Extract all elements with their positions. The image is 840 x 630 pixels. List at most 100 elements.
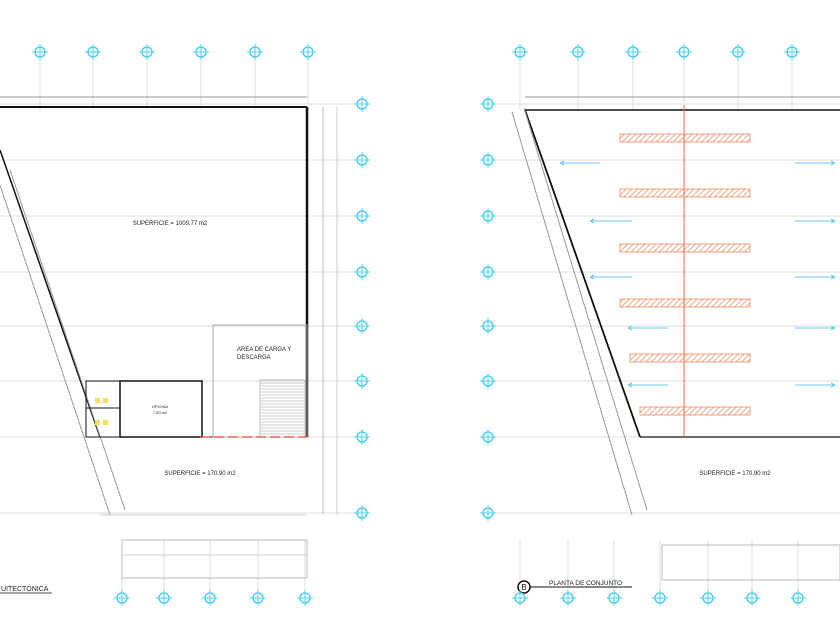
grid-bubble-icon xyxy=(114,590,130,606)
grid-bubble-icon xyxy=(139,44,155,60)
grid-bubble-cross xyxy=(512,590,528,606)
grid-bubble-cross xyxy=(480,373,496,389)
grid-bubble-icon xyxy=(480,318,496,334)
grid-bubble-icon xyxy=(247,44,263,60)
loading-area-label: AREA DE CARGA Y xyxy=(237,347,291,353)
grid-bubble-cross xyxy=(570,44,586,60)
grid-bubble-icon xyxy=(300,44,316,60)
grid-bubble-cross xyxy=(480,264,496,280)
grid-bubble-cross xyxy=(193,44,209,60)
area-label-upper: SUPERFICIE = 1009.77 m2 xyxy=(133,221,208,227)
hatched-bar xyxy=(619,298,751,308)
arrow-icon xyxy=(795,382,836,388)
office-area: 7.00 m2 xyxy=(153,410,168,415)
grid-bubble-cross xyxy=(560,590,576,606)
grid-bubble-icon xyxy=(354,264,370,280)
grid-bubble-cross xyxy=(32,44,48,60)
grid-bubble-icon xyxy=(744,590,760,606)
toilet-fixture xyxy=(103,398,108,403)
grid-bubble-cross xyxy=(606,590,622,606)
grid-bubble-cross xyxy=(156,590,172,606)
grid-bubble-icon xyxy=(193,44,209,60)
grid-bubble-cross xyxy=(676,44,692,60)
grid-bubble-cross xyxy=(480,429,496,445)
toilet-fixture xyxy=(95,420,100,425)
grid-bubble-cross xyxy=(300,44,316,60)
grid-bubble-icon xyxy=(480,264,496,280)
grid-bubble-cross xyxy=(297,590,313,606)
right-plan-title: PLANTA DE CONJUNTO xyxy=(549,580,622,587)
section-marker-letter: B xyxy=(521,583,526,592)
grid-bubble-cross xyxy=(247,44,263,60)
arrow-icon xyxy=(795,274,836,280)
right-building-outline xyxy=(511,96,840,581)
grid-bubble-cross xyxy=(625,44,641,60)
grid-bubble-icon xyxy=(700,590,716,606)
grid-bubble-cross xyxy=(354,152,370,168)
grid-bubble-icon xyxy=(570,44,586,60)
grid-bubble-cross xyxy=(480,152,496,168)
grid-bubble-icon xyxy=(354,373,370,389)
grid-bubble-icon xyxy=(202,590,218,606)
arrow-icon xyxy=(795,218,836,224)
grid-bubble-cross xyxy=(250,590,266,606)
grid-bubble-icon xyxy=(652,590,668,606)
grid-bubble-icon xyxy=(480,505,496,521)
arrow-icon xyxy=(589,274,632,280)
grid-bubbles xyxy=(32,44,806,606)
grid-bubble-icon xyxy=(354,429,370,445)
arrow-icon xyxy=(627,325,668,331)
grid-bubble-icon xyxy=(354,152,370,168)
toilet-fixture xyxy=(95,398,100,403)
arrow-icon xyxy=(589,218,632,224)
grid-bubble-icon xyxy=(32,44,48,60)
right-plan: SUPERFICIE = 170.90 m2 B PLANTA DE CONJU… xyxy=(511,96,840,594)
toilet-fixture xyxy=(103,420,108,425)
grid-bubble-icon xyxy=(354,96,370,112)
arrow-icon xyxy=(627,382,668,388)
office-label: OFICINA xyxy=(152,404,169,409)
grid-bubble-cross xyxy=(354,208,370,224)
grid-bubble-icon xyxy=(354,318,370,334)
grid-bubble-cross xyxy=(480,96,496,112)
hatched-bar xyxy=(619,133,751,143)
grid-bubble-cross xyxy=(354,373,370,389)
grid-bubble-cross xyxy=(480,208,496,224)
stair-hatch: /* placeholder */ xyxy=(261,382,304,435)
grid-bubble-icon xyxy=(730,44,746,60)
grid-bubble-cross xyxy=(480,505,496,521)
left-building-outline xyxy=(0,96,338,579)
grid-bubble-cross xyxy=(85,44,101,60)
grid-bubble-icon xyxy=(512,44,528,60)
grid-bubble-icon xyxy=(480,152,496,168)
left-plan-title: UITECTÓNICA xyxy=(1,584,49,593)
left-plan: /* placeholder */ SUPERFICIE = 1009.77 m… xyxy=(0,96,338,594)
grid-bubble-cross xyxy=(354,264,370,280)
grid-bubble-icon xyxy=(512,590,528,606)
hatched-bar xyxy=(619,243,751,253)
grid-bubble-icon xyxy=(297,590,313,606)
grid-bubble-icon xyxy=(354,208,370,224)
grid-bubble-icon xyxy=(85,44,101,60)
grid-bubble-cross xyxy=(354,505,370,521)
grid-bubble-icon xyxy=(354,505,370,521)
grid-bubble-icon xyxy=(606,590,622,606)
grid-bubble-cross xyxy=(700,590,716,606)
grid-bubble-cross xyxy=(784,44,800,60)
grid-bubble-icon xyxy=(480,96,496,112)
area-label-lower-right: SUPERFICIE = 170.90 m2 xyxy=(699,471,771,477)
grid-bubble-cross xyxy=(480,318,496,334)
grid-bubble-icon xyxy=(625,44,641,60)
hatched-bar xyxy=(639,406,751,416)
grid-bubble-cross xyxy=(744,590,760,606)
loading-area-label-2: DESCARGA xyxy=(237,355,271,361)
area-label-lower: SUPERFICIE = 170.90 m2 xyxy=(164,471,236,477)
grid-bubble-icon xyxy=(790,590,806,606)
grid-bubble-icon xyxy=(480,429,496,445)
grid-bubble-cross xyxy=(114,590,130,606)
arrow-icon xyxy=(795,160,836,166)
flow-arrows xyxy=(559,160,836,388)
grid-bubble-icon xyxy=(480,208,496,224)
grid-bubble-icon xyxy=(784,44,800,60)
